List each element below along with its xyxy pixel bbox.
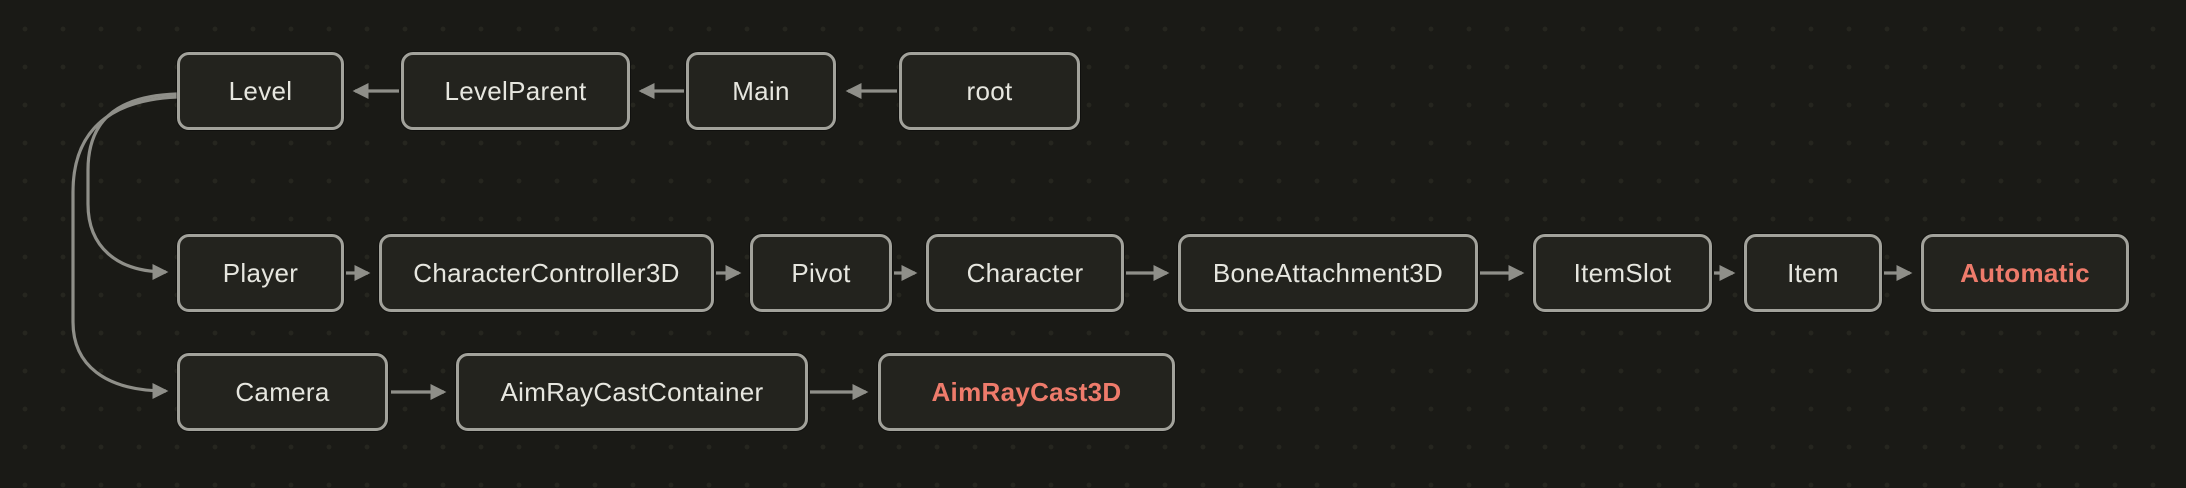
- node-label: Pivot: [791, 257, 851, 288]
- node-label: Main: [732, 75, 790, 106]
- node-label: AimRayCastContainer: [500, 376, 764, 407]
- node-label: BoneAttachment3D: [1212, 257, 1444, 288]
- node-levelparent[interactable]: LevelParent: [401, 52, 630, 130]
- node-automatic[interactable]: Automatic: [1921, 234, 2129, 312]
- node-label: Player: [222, 257, 299, 288]
- node-character[interactable]: Character: [926, 234, 1124, 312]
- node-player[interactable]: Player: [177, 234, 344, 312]
- node-main[interactable]: Main: [686, 52, 836, 130]
- node-label: Item: [1787, 257, 1839, 288]
- node-charactercontroller3d[interactable]: CharacterController3D: [379, 234, 714, 312]
- node-label: AimRayCast3D: [931, 376, 1122, 407]
- node-label: ItemSlot: [1573, 257, 1672, 288]
- edge-level-player-curve: [86, 92, 178, 280]
- node-aimraycastcontainer[interactable]: AimRayCastContainer: [456, 353, 808, 431]
- node-label: Automatic: [1960, 257, 2090, 288]
- node-level[interactable]: Level: [177, 52, 344, 130]
- node-pivot[interactable]: Pivot: [750, 234, 892, 312]
- node-itemslot[interactable]: ItemSlot: [1533, 234, 1712, 312]
- node-label: CharacterController3D: [413, 257, 680, 288]
- node-camera[interactable]: Camera: [177, 353, 388, 431]
- node-root[interactable]: root: [899, 52, 1080, 130]
- node-label: Character: [966, 257, 1084, 288]
- node-label: LevelParent: [444, 75, 587, 106]
- node-item[interactable]: Item: [1744, 234, 1882, 312]
- node-aimraycast3d[interactable]: AimRayCast3D: [878, 353, 1175, 431]
- node-boneattachment3d[interactable]: BoneAttachment3D: [1178, 234, 1478, 312]
- node-label: Camera: [235, 376, 330, 407]
- node-label: Level: [228, 75, 293, 106]
- node-label: root: [966, 75, 1013, 106]
- edge-level-camera-curve: [71, 95, 178, 399]
